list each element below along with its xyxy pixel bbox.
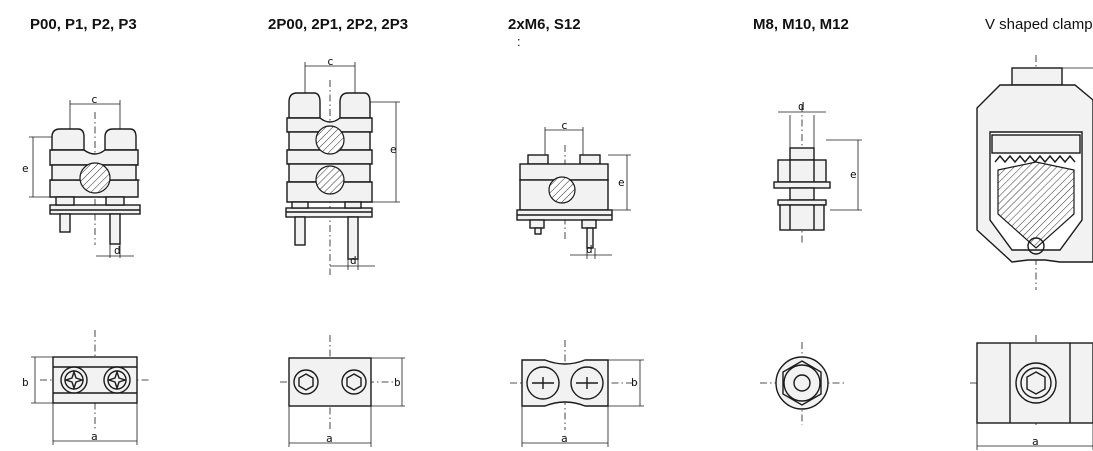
- m-series-top-view: [760, 342, 845, 425]
- dim-e-2xm6: e: [618, 176, 625, 189]
- dim-b: b: [22, 376, 29, 389]
- p-series-front-view: c e d: [22, 93, 141, 258]
- dim-a-v: a: [1032, 435, 1039, 448]
- dim-a: a: [91, 430, 98, 443]
- title-2xm6-s12: 2xM6, S12: [508, 16, 581, 33]
- dim-c-2xm6: c: [561, 119, 568, 132]
- dim-c: c: [91, 93, 98, 106]
- 2xm6-front-view: c e d: [516, 119, 631, 259]
- title-v-clamp: V shaped clamp: [985, 16, 1093, 33]
- dim-e-m: e: [850, 168, 857, 181]
- 2xm6-top-view: b a: [510, 340, 644, 447]
- title-2p-series: 2P00, 2P1, 2P2, 2P3: [268, 16, 409, 33]
- dim-e: e: [22, 162, 29, 175]
- m-series-front-view: d e: [773, 100, 862, 245]
- dim-e-2p: e: [390, 143, 397, 156]
- dim-b-2p: b: [394, 376, 401, 389]
- 2p-series-front-view: c e d: [285, 55, 400, 275]
- v-clamp-front-view: [976, 55, 1093, 290]
- title-m-series: M8, M10, M12: [753, 16, 849, 33]
- dim-a-2xm6: a: [561, 432, 568, 445]
- dim-a-2p: a: [326, 432, 333, 445]
- dim-c-2p: c: [327, 55, 334, 68]
- 2p-series-top-view: b a: [280, 335, 405, 447]
- dim-d-2p: d: [350, 254, 357, 267]
- dim-d-2xm6: d: [586, 243, 593, 256]
- dim-d-m: d: [798, 100, 805, 113]
- title-p-series: P00, P1, P2, P3: [30, 16, 137, 33]
- dim-b-2xm6: b: [631, 376, 638, 389]
- p-series-top-view: b a: [22, 330, 150, 445]
- dim-d: d: [114, 244, 121, 257]
- v-clamp-top-view: a: [970, 335, 1093, 450]
- title-mark: :: [517, 34, 521, 49]
